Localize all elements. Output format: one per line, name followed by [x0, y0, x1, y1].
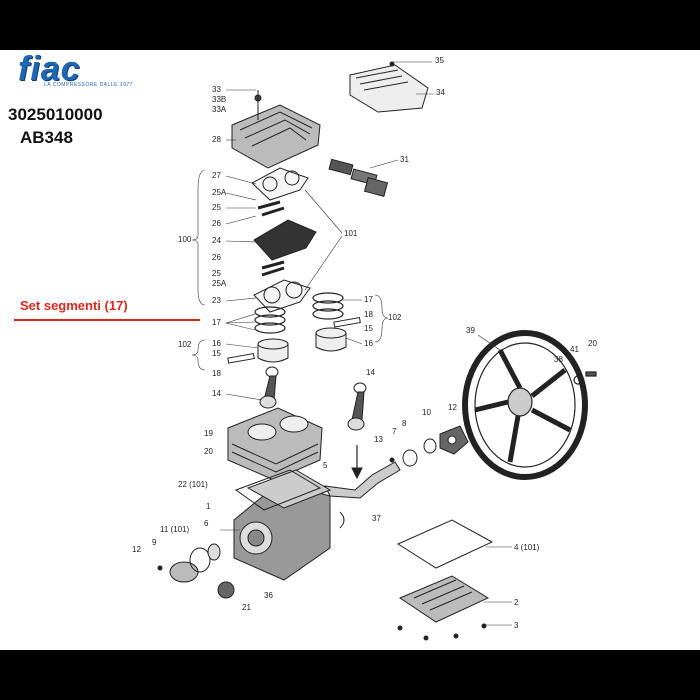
- part-label: 21: [242, 603, 251, 612]
- part-label: 39: [466, 326, 475, 335]
- part-label: 9: [152, 538, 157, 547]
- part-label: 37: [372, 514, 381, 523]
- part-label: 14: [366, 368, 375, 377]
- bearing-seal-parts: [389, 425, 469, 467]
- piston-parts: [227, 317, 361, 364]
- part-label: 101: [344, 229, 358, 238]
- leader-lines: [191, 61, 512, 626]
- part-label: 12: [448, 403, 457, 412]
- part-label: 14: [212, 389, 221, 398]
- part-label: 10: [422, 408, 431, 417]
- logo-text: fiac: [18, 50, 81, 88]
- part-label: 20: [588, 339, 597, 348]
- part-label: 1: [206, 502, 211, 511]
- part-label: 25: [212, 203, 221, 212]
- base-plate-part: [397, 575, 490, 641]
- part-label: 33A: [212, 105, 227, 114]
- part-label: 26: [212, 253, 221, 262]
- connecting-rod-parts: [259, 366, 367, 431]
- logo-subtitle: LA COMPRESSORE DALLE 1977: [44, 82, 133, 88]
- fiac-logo: fiac LA COMPRESSORE DALLE 1977: [12, 50, 142, 90]
- part-label: 31: [400, 155, 409, 164]
- part-label: 6: [204, 519, 209, 528]
- part-label: 4 (101): [514, 543, 540, 552]
- part-label: 25: [212, 269, 221, 278]
- part-label: 5: [323, 461, 328, 470]
- part-label: 41: [570, 345, 579, 354]
- side-cover-parts: [157, 543, 235, 599]
- part-label: 27: [212, 171, 221, 180]
- part-label: 16: [364, 339, 373, 348]
- part-label: 33: [212, 85, 221, 94]
- part-label: 7: [392, 427, 397, 436]
- part-label: 18: [364, 310, 373, 319]
- part-label: 2: [514, 598, 519, 607]
- part-label: 25A: [212, 279, 227, 288]
- part-label: 38: [554, 355, 563, 364]
- part-label: 34: [436, 88, 445, 97]
- part-label: 3: [514, 621, 519, 630]
- part-label: 25A: [212, 188, 227, 197]
- valve-plate-group: [251, 167, 317, 313]
- part-label: 26: [212, 219, 221, 228]
- part-label: 18: [212, 369, 221, 378]
- part-label: 15: [364, 324, 373, 333]
- part-label: 12: [132, 545, 141, 554]
- part-label: 16: [212, 339, 221, 348]
- diagram-canvas: fiac LA COMPRESSORE DALLE 1977 302501000…: [0, 50, 700, 650]
- part-label: 23: [212, 296, 221, 305]
- part-label: 100: [178, 235, 192, 244]
- part-label: 28: [212, 135, 221, 144]
- exploded-view-diagram: 35 34 33 33B 33A 28 31 27 25A 25 26 24 1…: [14, 56, 597, 641]
- part-label: 11 (101): [160, 525, 190, 534]
- top-cover-part: [349, 61, 429, 113]
- part-label: 15: [212, 349, 221, 358]
- part-label: 17: [364, 295, 373, 304]
- part-label-group: 35 34 33 33B 33A 28 31 27 25A 25 26 24 1…: [132, 56, 597, 630]
- piston-ring-set: [254, 292, 344, 334]
- part-label: 13: [374, 435, 383, 444]
- part-label: 8: [402, 419, 407, 428]
- part-label: 36: [264, 591, 273, 600]
- part-label: 102: [178, 340, 192, 349]
- part-label: 20: [204, 447, 213, 456]
- flywheel-part: [462, 330, 597, 480]
- part-label: 35: [435, 56, 444, 65]
- part-label: 17: [212, 318, 221, 327]
- product-code: 3025010000: [8, 105, 103, 124]
- part-label: 22 (101): [178, 480, 208, 489]
- cylinder-block-part: [227, 407, 323, 481]
- valve-parts: [328, 158, 389, 197]
- part-label: 19: [204, 429, 213, 438]
- part-label: 33B: [212, 95, 226, 104]
- product-model: AB348: [20, 128, 73, 147]
- gasket-parts: [234, 469, 494, 569]
- crankcase-part: [233, 469, 345, 581]
- set-segmenti-label: Set segmenti (17): [20, 298, 128, 313]
- cylinder-head-part: [231, 90, 321, 169]
- crankshaft-part: [324, 445, 401, 499]
- part-label: 24: [212, 236, 221, 245]
- part-label: 102: [388, 313, 402, 322]
